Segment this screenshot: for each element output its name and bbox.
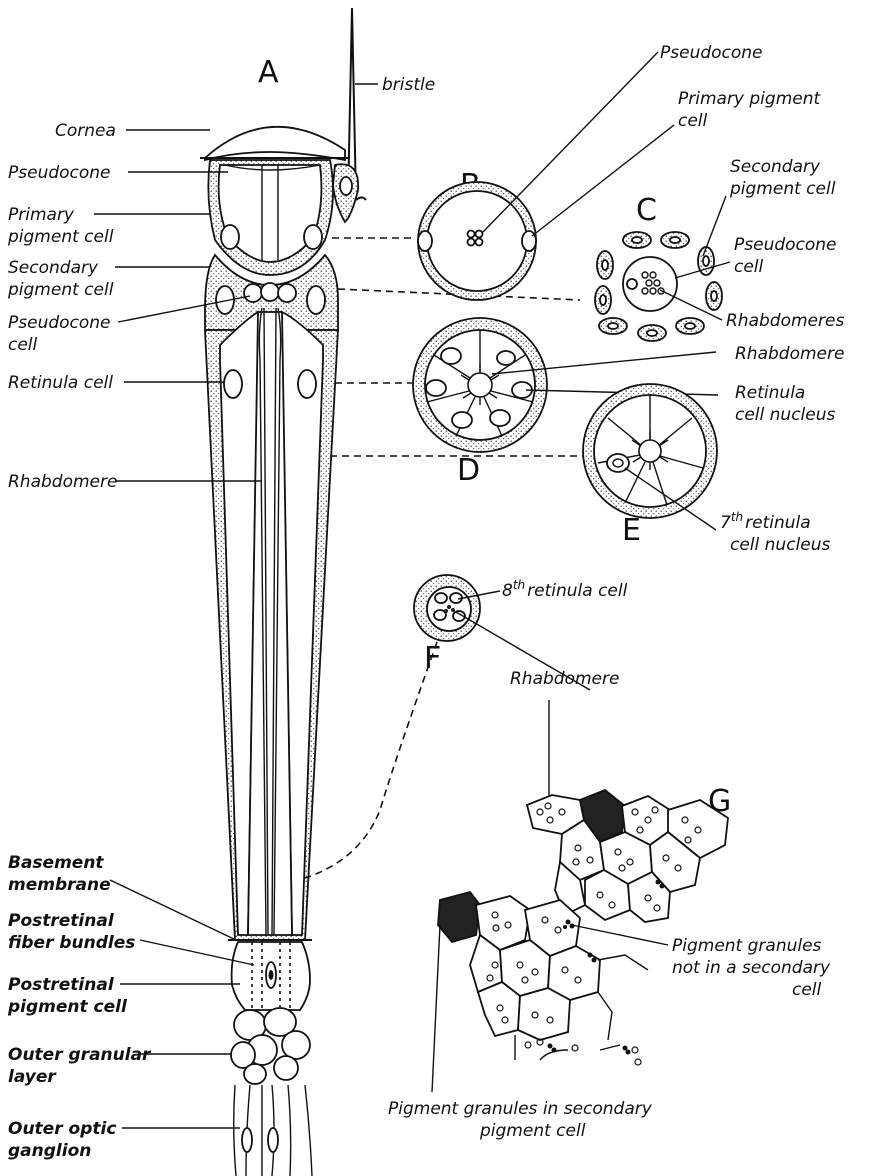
panel-label-d: D bbox=[457, 453, 480, 488]
label-g-pig-in-1: Pigment granules in secondary bbox=[388, 1099, 653, 1119]
label-r-pseudocone-cell-2: cell bbox=[734, 257, 764, 277]
label-cornea: Cornea bbox=[55, 121, 116, 141]
label-r-secondary-1: Secondary bbox=[730, 157, 821, 177]
label-basement-membrane-2: membrane bbox=[8, 875, 111, 895]
label-outer-optic-2: ganglion bbox=[8, 1141, 91, 1161]
panel-label-f: F bbox=[424, 641, 441, 676]
label-r-7th-2: cell nucleus bbox=[730, 535, 831, 555]
label-pseudocone-cell-1: Pseudocone bbox=[8, 313, 111, 333]
label-secondary-pigment-2: pigment cell bbox=[7, 280, 114, 300]
label-primary-pigment-1: Primary bbox=[8, 205, 75, 225]
label-postretinal-pigment-1: Postretinal bbox=[8, 975, 115, 995]
panel-label-c: C bbox=[636, 193, 657, 228]
label-r-retinula-nucleus-2: cell nucleus bbox=[735, 405, 836, 425]
label-secondary-pigment-1: Secondary bbox=[8, 258, 99, 278]
label-outer-granular-1: Outer granular bbox=[8, 1045, 152, 1065]
label-basement-membrane-1: Basement bbox=[8, 853, 104, 873]
cornea-shape bbox=[205, 127, 345, 160]
label-r-retinula-nucleus-1: Retinula bbox=[735, 383, 805, 403]
label-g-pig-not-3: cell bbox=[792, 980, 822, 1000]
label-retinula-cell: Retinula cell bbox=[8, 373, 113, 393]
label-g-pig-in-2: pigment cell bbox=[479, 1121, 586, 1141]
panel-a bbox=[200, 8, 366, 1176]
label-primary-pigment-2: pigment cell bbox=[7, 227, 114, 247]
label-r-primary-2: cell bbox=[678, 111, 708, 131]
label-outer-granular-2: layer bbox=[8, 1067, 57, 1087]
label-g-pig-not-2: not in a secondary bbox=[672, 958, 831, 978]
label-r-pseudocone: Pseudocone bbox=[660, 43, 763, 63]
panel-e: E bbox=[583, 384, 717, 548]
label-g-pig-not-1: Pigment granules bbox=[672, 936, 822, 956]
panel-label-e: E bbox=[622, 513, 641, 548]
label-r-secondary-2: pigment cell bbox=[729, 179, 836, 199]
panel-c: C bbox=[595, 193, 730, 341]
panel-g: G bbox=[432, 700, 731, 1092]
label-r-pseudocone-cell-1: Pseudocone bbox=[734, 235, 837, 255]
label-postretinal-pigment-2: pigment cell bbox=[7, 997, 128, 1017]
label-pseudocone: Pseudocone bbox=[8, 163, 111, 183]
panel-label-a: A bbox=[258, 55, 279, 90]
label-f-rhabdomere: Rhabdomere bbox=[510, 669, 619, 689]
label-bristle: bristle bbox=[382, 75, 435, 95]
label-pseudocone-cell-2: cell bbox=[8, 335, 38, 355]
label-r-primary-1: Primary pigment bbox=[678, 89, 821, 109]
label-outer-optic-1: Outer optic bbox=[8, 1119, 116, 1139]
outer-granular-layer bbox=[231, 1008, 310, 1084]
label-rhabdomere: Rhabdomere bbox=[8, 472, 117, 492]
label-r-rhabdomere: Rhabdomere bbox=[735, 344, 844, 364]
label-postretinal-fiber-1: Postretinal bbox=[8, 911, 115, 931]
label-postretinal-fiber-2: fiber bundles bbox=[8, 933, 135, 953]
label-r-rhabdomeres: Rhabdomeres bbox=[726, 311, 844, 331]
